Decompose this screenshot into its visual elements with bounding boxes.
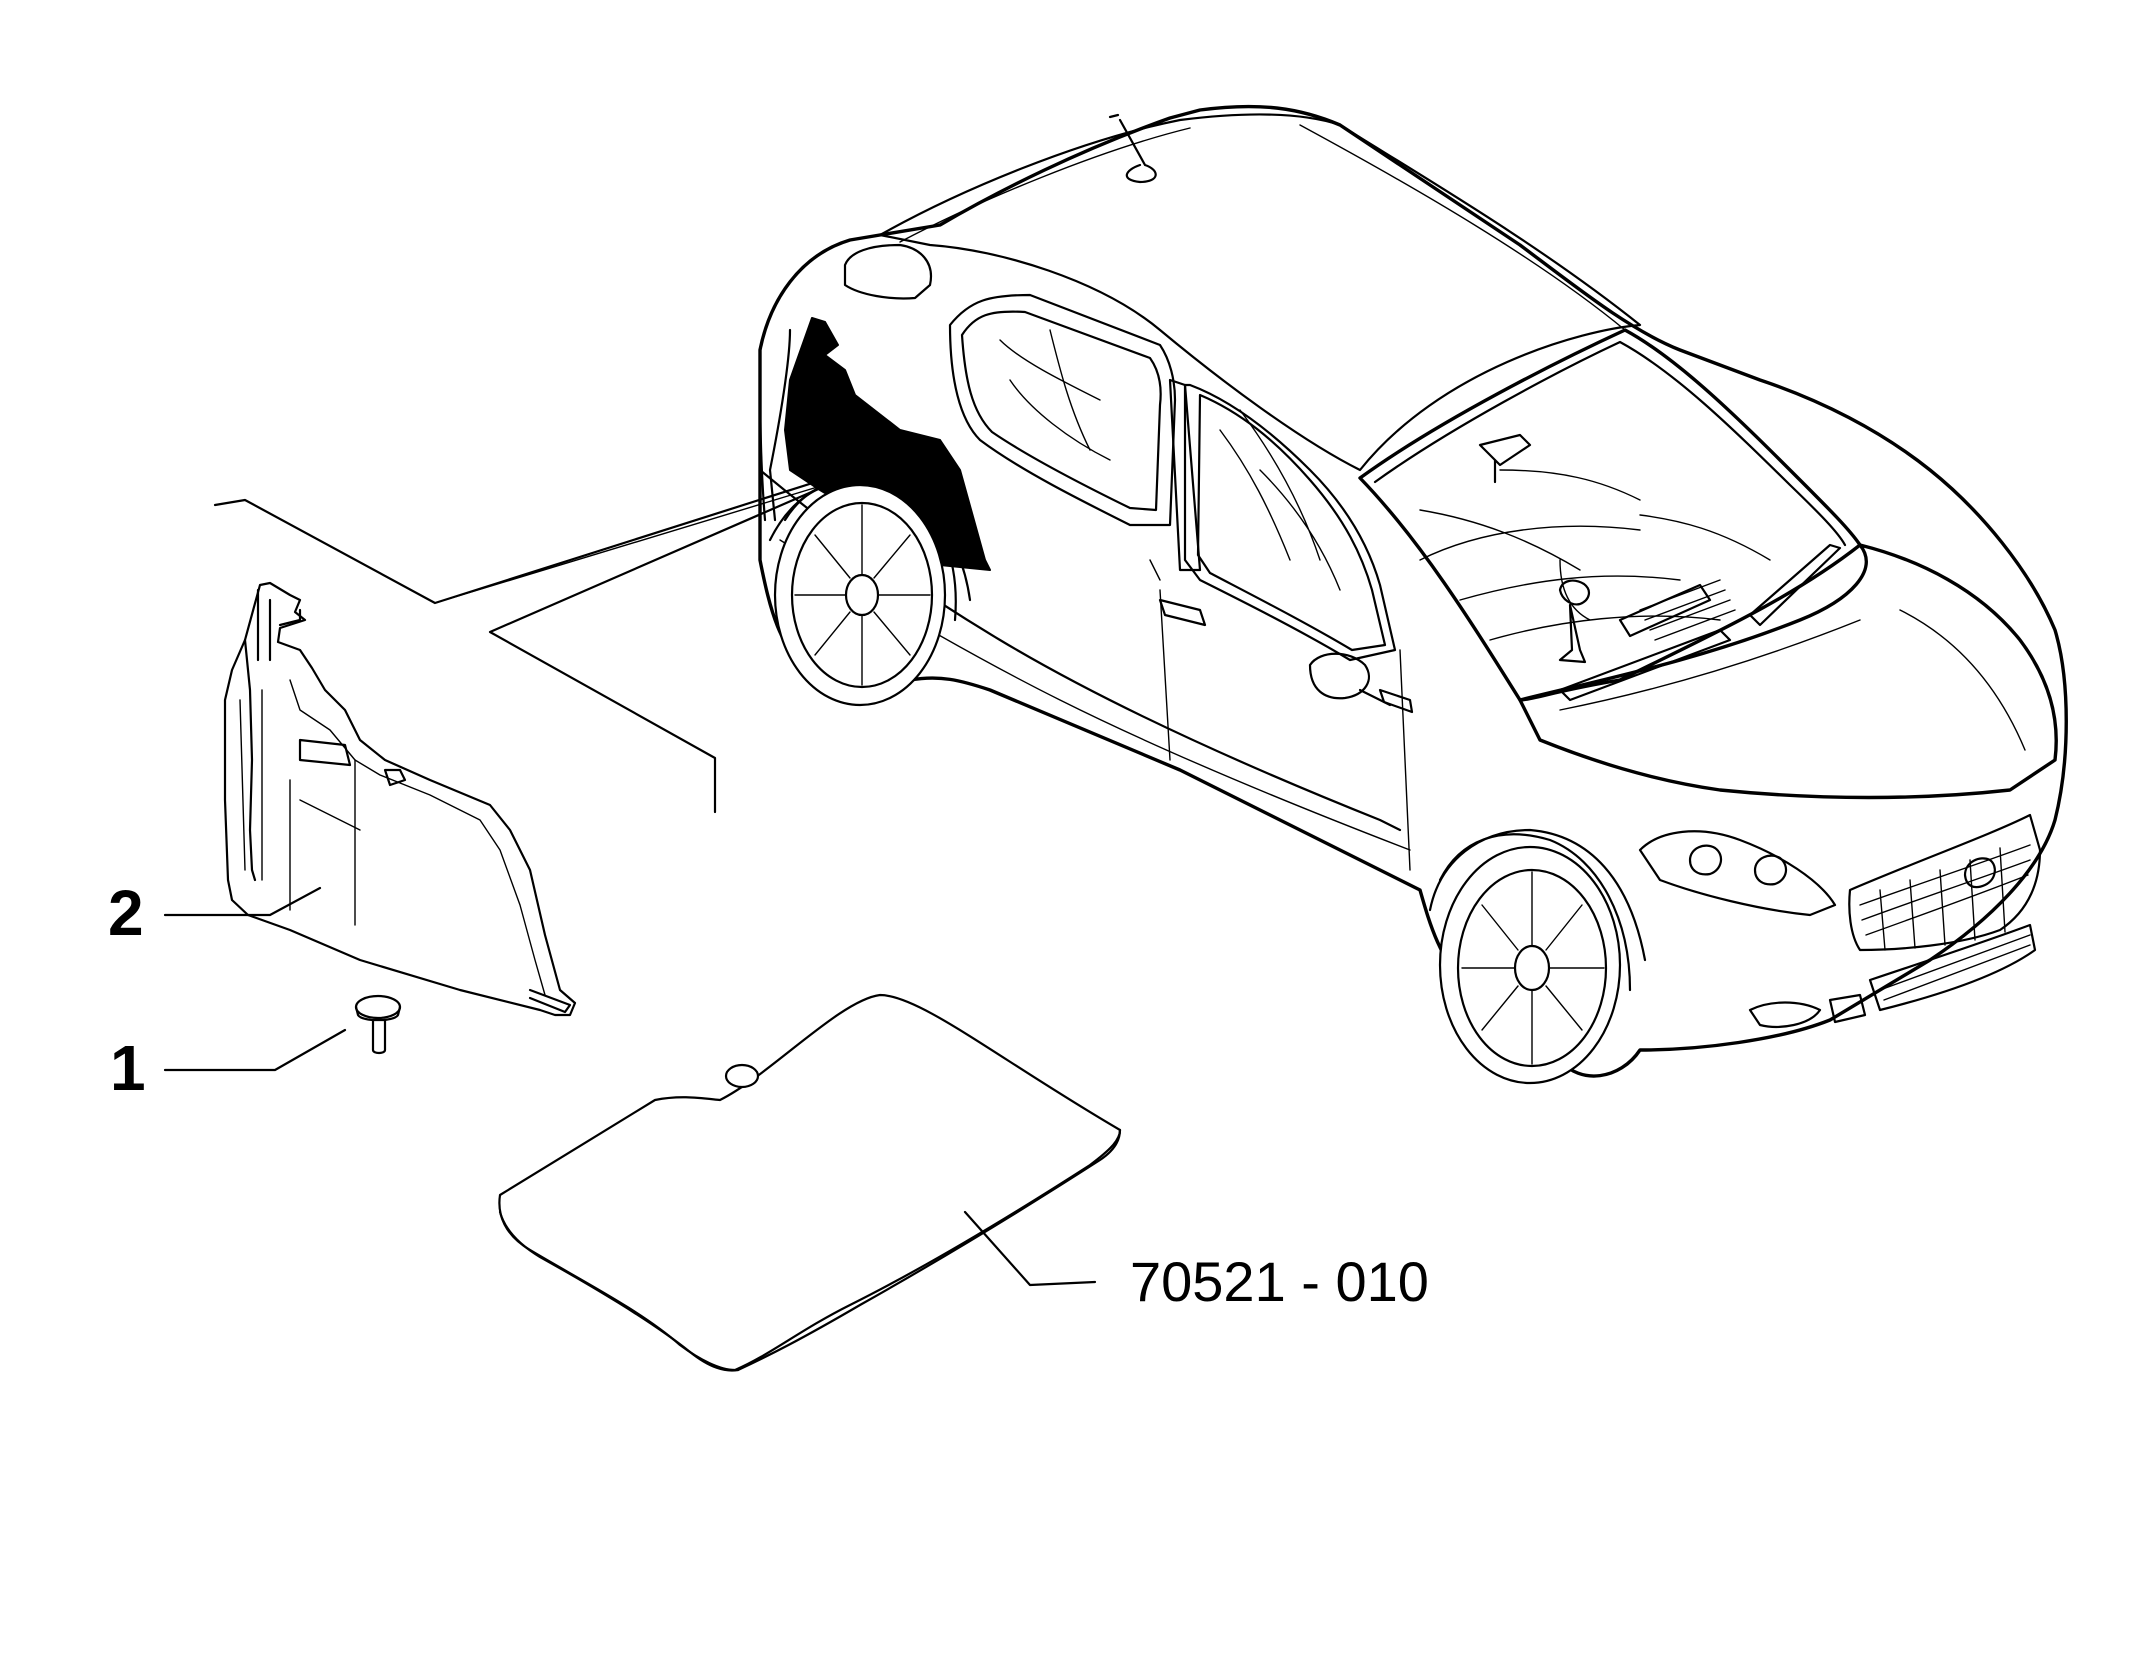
car-drawing	[758, 104, 2068, 1085]
floor-mat	[498, 993, 1122, 1372]
front-wheel	[1438, 833, 1632, 1085]
callout-1: 1	[110, 1032, 146, 1104]
trim-panel-item-2	[223, 581, 577, 1017]
reference-code: 70521 - 010	[1130, 1250, 1429, 1313]
rear-wheel	[773, 478, 957, 707]
callout-2: 2	[108, 877, 144, 949]
leader-lines	[213, 458, 891, 814]
clip-item-1	[354, 994, 402, 1055]
callout-leaders	[163, 886, 1097, 1287]
highlighted-panel	[784, 317, 991, 571]
